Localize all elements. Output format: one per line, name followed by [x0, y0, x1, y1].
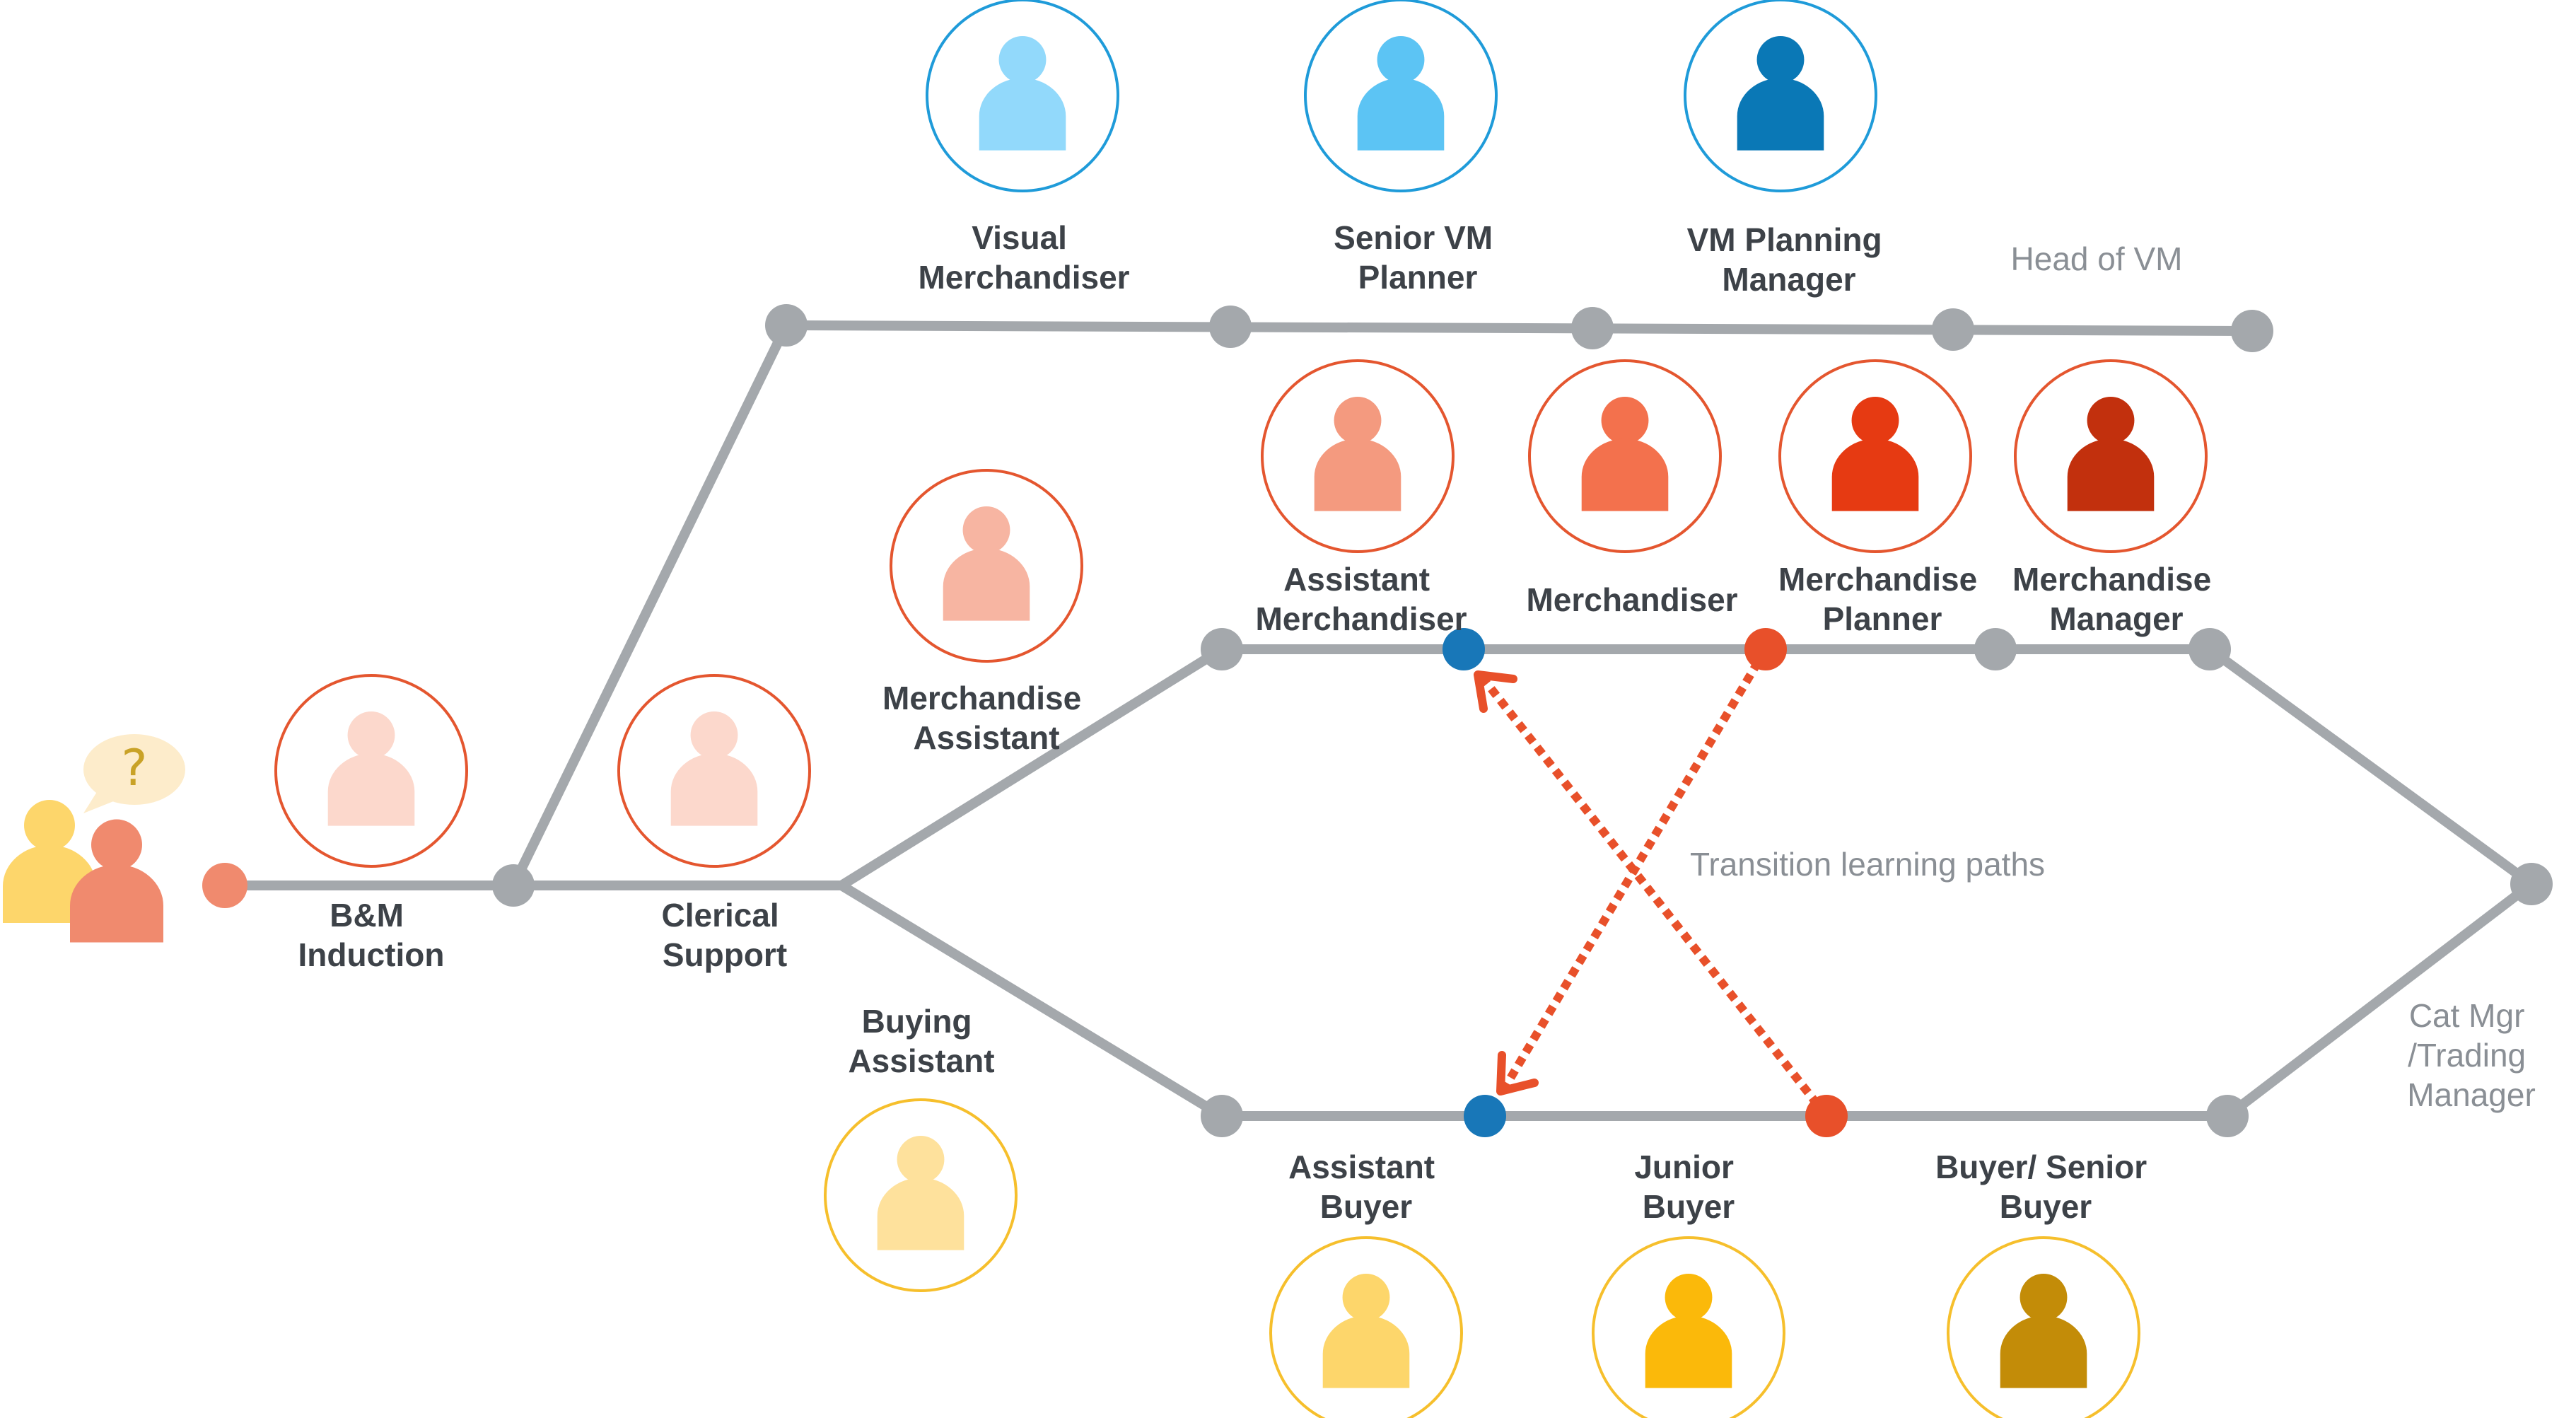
node-induction-end — [492, 864, 535, 907]
node-buying-start — [1201, 1095, 1243, 1137]
track-vm — [781, 320, 2257, 336]
node-head-of-vm — [2231, 310, 2273, 352]
role-avatars — [274, 0, 2208, 1418]
avatar-buying-assistant — [824, 1098, 1018, 1292]
avatar-merchandise-manager — [2014, 359, 2208, 553]
label-bm-induction: B&M Induction — [298, 897, 445, 973]
avatar-merchandise-planner — [1778, 359, 1972, 553]
label-assistant-buyer: Assistant Buyer — [1288, 1149, 1444, 1225]
label-buyer-senior-buyer: Buyer/ Senior Buyer — [1935, 1149, 2156, 1225]
transition-arrows — [1480, 646, 1830, 1119]
node-buyer-senior-buyer — [2206, 1095, 2249, 1137]
label-transition-learning-paths: Transition learning paths — [1690, 846, 2045, 883]
track-buying-to-cat — [2222, 879, 2536, 1121]
label-buying-assistant: Buying Assistant — [848, 1003, 994, 1079]
avatar-clerical-support — [617, 674, 811, 868]
track-merch-to-cat — [2205, 644, 2536, 889]
node-vm-start — [765, 304, 808, 347]
speech-bubble-tail — [83, 789, 119, 813]
label-merchandiser: Merchandiser — [1526, 581, 1737, 618]
avatar-buyer-senior-buyer — [1947, 1236, 2140, 1418]
avatar-senior-vm-planner — [1304, 0, 1498, 192]
label-merchandise-assistant: Merchandise Assistant — [882, 680, 1090, 756]
label-junior-buyer: Junior Buyer — [1634, 1149, 1742, 1225]
node-cat-mgr — [2510, 863, 2553, 905]
track-nodes — [202, 304, 2553, 1137]
node-junior-buyer — [1805, 1095, 1848, 1137]
confused-people-icon: ? — [3, 734, 185, 943]
avatar-assistant-merchandiser — [1261, 359, 1455, 553]
avatar-junior-buyer — [1592, 1236, 1785, 1418]
label-assistant-merchandiser: Assistant Merchandiser — [1255, 561, 1467, 637]
arrowhead-down — [1496, 1051, 1539, 1096]
node-merchandiser — [1744, 628, 1787, 670]
node-assistant-merchandiser — [1443, 628, 1485, 670]
avatar-bm-induction — [274, 674, 468, 868]
arrowhead-up — [1474, 670, 1517, 713]
label-visual-merchandiser: Visual Merchandiser — [918, 219, 1129, 296]
avatar-vm-planning-manager — [1684, 0, 1877, 192]
node-merch-start — [1201, 628, 1243, 670]
track-to-buying — [837, 881, 1227, 1121]
career-tracks — [220, 320, 2536, 1121]
node-merchandise-planner — [1974, 628, 2017, 670]
track-to-vm — [508, 320, 791, 890]
label-cat-mgr-trading-manager: Cat Mgr /Trading Manager — [2407, 997, 2536, 1113]
transition-arrow-to-assistant-buyer — [1500, 646, 1770, 1091]
node-visual-merchandiser — [1209, 306, 1252, 348]
label-senior-vm-planner: Senior VM Planner — [1334, 219, 1502, 296]
node-merchandise-manager — [2189, 628, 2231, 670]
arrowheads — [1474, 670, 1539, 1096]
avatar-merchandiser — [1528, 359, 1722, 553]
question-mark: ? — [121, 739, 147, 797]
role-labels: B&M Induction Clerical Support Visual Me… — [298, 219, 2536, 1225]
node-assistant-buyer — [1464, 1095, 1506, 1137]
node-vm-planning-manager — [1932, 308, 1974, 351]
avatar-merchandise-assistant — [890, 469, 1083, 663]
track-to-merch — [837, 644, 1227, 890]
avatar-assistant-buyer — [1269, 1236, 1463, 1418]
avatar-visual-merchandiser — [926, 0, 1119, 192]
speech-bubble — [83, 734, 185, 805]
start-node — [202, 863, 247, 908]
node-senior-vm-planner — [1571, 307, 1614, 349]
label-merchandise-manager: Merchandise Manager — [2012, 561, 2220, 637]
label-merchandise-planner: Merchandise Planner — [1778, 561, 1986, 637]
transition-arrow-to-assistant-merchandiser — [1480, 676, 1830, 1119]
person-salmon — [70, 819, 163, 943]
label-head-of-vm: Head of VM — [2011, 240, 2183, 277]
label-vm-planning-manager: VM Planning Manager — [1687, 221, 1892, 298]
label-clerical-support: Clerical Support — [662, 897, 788, 973]
